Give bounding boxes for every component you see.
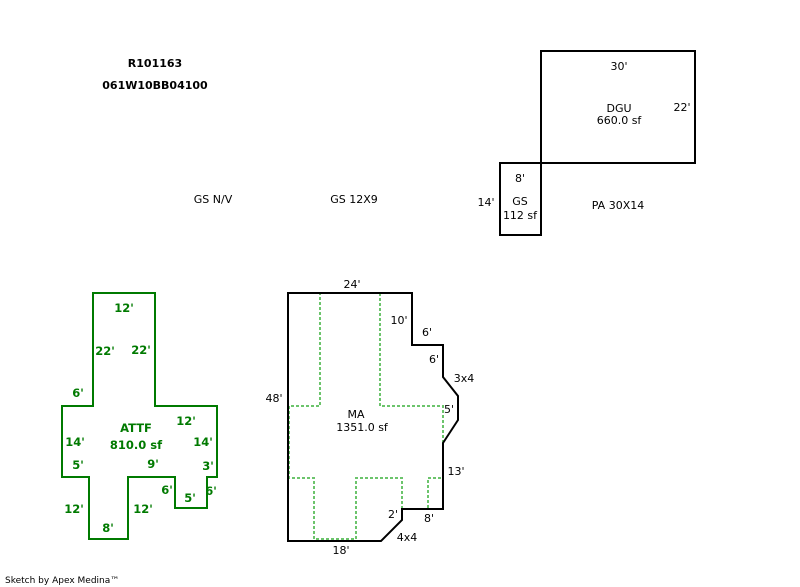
ma-outline	[287, 292, 459, 542]
ma-dim-top: 24'	[343, 278, 360, 291]
attf-dim-leg-bottom: 8'	[102, 521, 114, 535]
ma-dim-bottom-right: 8'	[424, 512, 434, 525]
ma-dim-left: 48'	[265, 392, 282, 405]
ma-dim-bay-side: 5'	[444, 403, 454, 416]
attf-dim-left-step: 6'	[72, 386, 84, 400]
attf-dim-leg-left: 12'	[64, 502, 84, 516]
attf-dim-notch-left: 6'	[161, 483, 173, 497]
attf-dim-right-step: 12'	[176, 414, 196, 428]
attf-area: 810.0 sf	[110, 438, 163, 452]
sketch-credit: Sketch by Apex Medina™	[5, 576, 119, 586]
ma-dim-bottom: 18'	[332, 544, 349, 557]
attf-building: 12' 22' 22' 6' 12' 14' 14' 5' 9' 3' 6' 5…	[61, 292, 218, 540]
note-gs-12x9: GS 12X9	[330, 193, 378, 206]
gs-building: 8' 14' GS 112 sf	[477, 162, 542, 236]
ma-dim-bottom-diag: 4x4	[397, 531, 418, 544]
parcel-id: R101163	[128, 57, 182, 70]
attf-dim-notch-bottom: 5'	[184, 491, 196, 505]
dgu-outline	[540, 50, 696, 164]
gs-dim-top: 8'	[515, 172, 525, 185]
note-gs-nv: GS N/V	[194, 193, 233, 206]
attf-dim-right-lower-step: 3'	[202, 459, 214, 473]
attf-dim-left-lower-step: 5'	[72, 458, 84, 472]
note-pa: PA 30X14	[592, 199, 644, 212]
ma-upper-floor-overlay	[288, 292, 444, 540]
attf-dim-upper-right: 22'	[131, 343, 151, 357]
attf-dim-right-side: 14'	[193, 435, 213, 449]
map-number: 061W10BB04100	[102, 79, 208, 92]
attf-dim-notch-right: 6'	[205, 484, 217, 498]
attf-dim-leg-right: 12'	[133, 502, 153, 516]
attf-dim-left-side: 14'	[65, 435, 85, 449]
gs-dim-left: 14'	[477, 196, 494, 209]
ma-dim-bottom-step: 2'	[388, 508, 398, 521]
gs-name: GS	[512, 195, 528, 208]
attf-dim-upper-left: 22'	[95, 344, 115, 358]
gs-outline	[499, 162, 542, 236]
attf-dim-top: 12'	[114, 301, 134, 315]
attf-outline	[61, 292, 218, 540]
gs-area: 112 sf	[503, 209, 538, 222]
dgu-dim-top: 30'	[610, 60, 627, 73]
ma-dim-right-lower: 13'	[447, 465, 464, 478]
ma-name: MA	[347, 408, 364, 421]
ma-dim-upper-right-down: 10'	[390, 314, 407, 327]
ma-dim-step-over: 6'	[422, 326, 432, 339]
ma-area: 1351.0 sf	[336, 421, 389, 434]
ma-dim-bay-upper: 3x4	[454, 372, 475, 385]
dgu-dim-right: 22'	[673, 101, 690, 114]
ma-dim-step-down: 6'	[429, 353, 439, 366]
dgu-area: 660.0 sf	[597, 114, 643, 127]
dgu-building: 30' 22' DGU 660.0 sf	[540, 50, 696, 164]
attf-name: ATTF	[120, 421, 152, 435]
attf-dim-mid-notch: 9'	[147, 457, 159, 471]
dgu-name: DGU	[606, 102, 631, 115]
ma-building: 24' 48' 10' 6' 6' 3x4 5' 13' 8' 2' 4x4 1…	[265, 278, 474, 557]
